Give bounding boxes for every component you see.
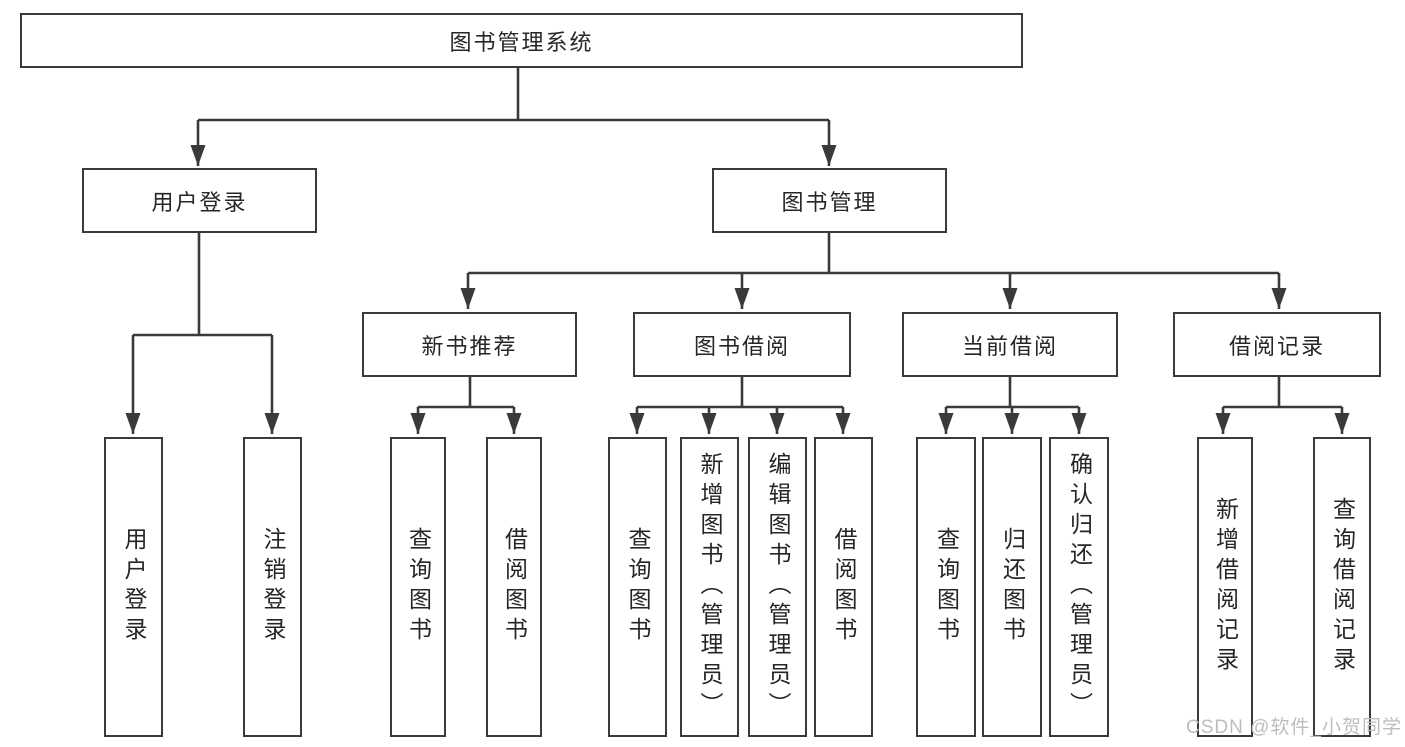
leaf-label: 查询借阅记录	[1329, 497, 1356, 677]
leaf-label: 注销登录	[260, 527, 286, 647]
leaf-query-books-current: 查询图书	[916, 437, 976, 737]
leaf-label: 确认归还（管理员）	[1066, 452, 1093, 722]
leaf-add-borrow-record: 新增借阅记录	[1197, 437, 1253, 737]
leaf-edit-book-admin: 编辑图书（管理员）	[748, 437, 807, 737]
leaf-label: 借阅图书	[831, 527, 857, 647]
node-user-login: 用户登录	[82, 168, 317, 233]
leaf-label: 归还图书	[999, 527, 1026, 647]
leaf-borrow-books-borrowing: 借阅图书	[814, 437, 873, 737]
csdn-watermark: CSDN @软件_小贺同学	[1186, 717, 1402, 738]
leaf-label: 新增图书（管理员）	[697, 452, 723, 722]
node-book-borrowing: 图书借阅	[633, 312, 851, 377]
leaf-label: 编辑图书（管理员）	[765, 452, 791, 722]
leaf-label: 新增借阅记录	[1212, 497, 1239, 677]
leaf-query-books-borrowing: 查询图书	[608, 437, 667, 737]
leaf-label: 查询图书	[933, 527, 960, 647]
node-current-borrowing: 当前借阅	[902, 312, 1118, 377]
leaf-query-borrow-record: 查询借阅记录	[1313, 437, 1371, 737]
leaf-add-book-admin: 新增图书（管理员）	[680, 437, 739, 737]
node-new-book-recommendation: 新书推荐	[362, 312, 577, 377]
node-library-management-system: 图书管理系统	[20, 13, 1023, 68]
leaf-logout: 注销登录	[243, 437, 302, 737]
leaf-return-book: 归还图书	[982, 437, 1042, 737]
node-borrowing-records: 借阅记录	[1173, 312, 1381, 377]
leaf-query-books-recommend: 查询图书	[390, 437, 446, 737]
leaf-user-login: 用户登录	[104, 437, 163, 737]
leaf-borrow-books-recommend: 借阅图书	[486, 437, 542, 737]
leaf-label: 用户登录	[121, 527, 147, 647]
leaf-label: 查询图书	[405, 527, 432, 647]
node-book-management: 图书管理	[712, 168, 947, 233]
leaf-label: 借阅图书	[501, 527, 528, 647]
leaf-label: 查询图书	[625, 527, 651, 647]
leaf-confirm-return-admin: 确认归还（管理员）	[1049, 437, 1109, 737]
